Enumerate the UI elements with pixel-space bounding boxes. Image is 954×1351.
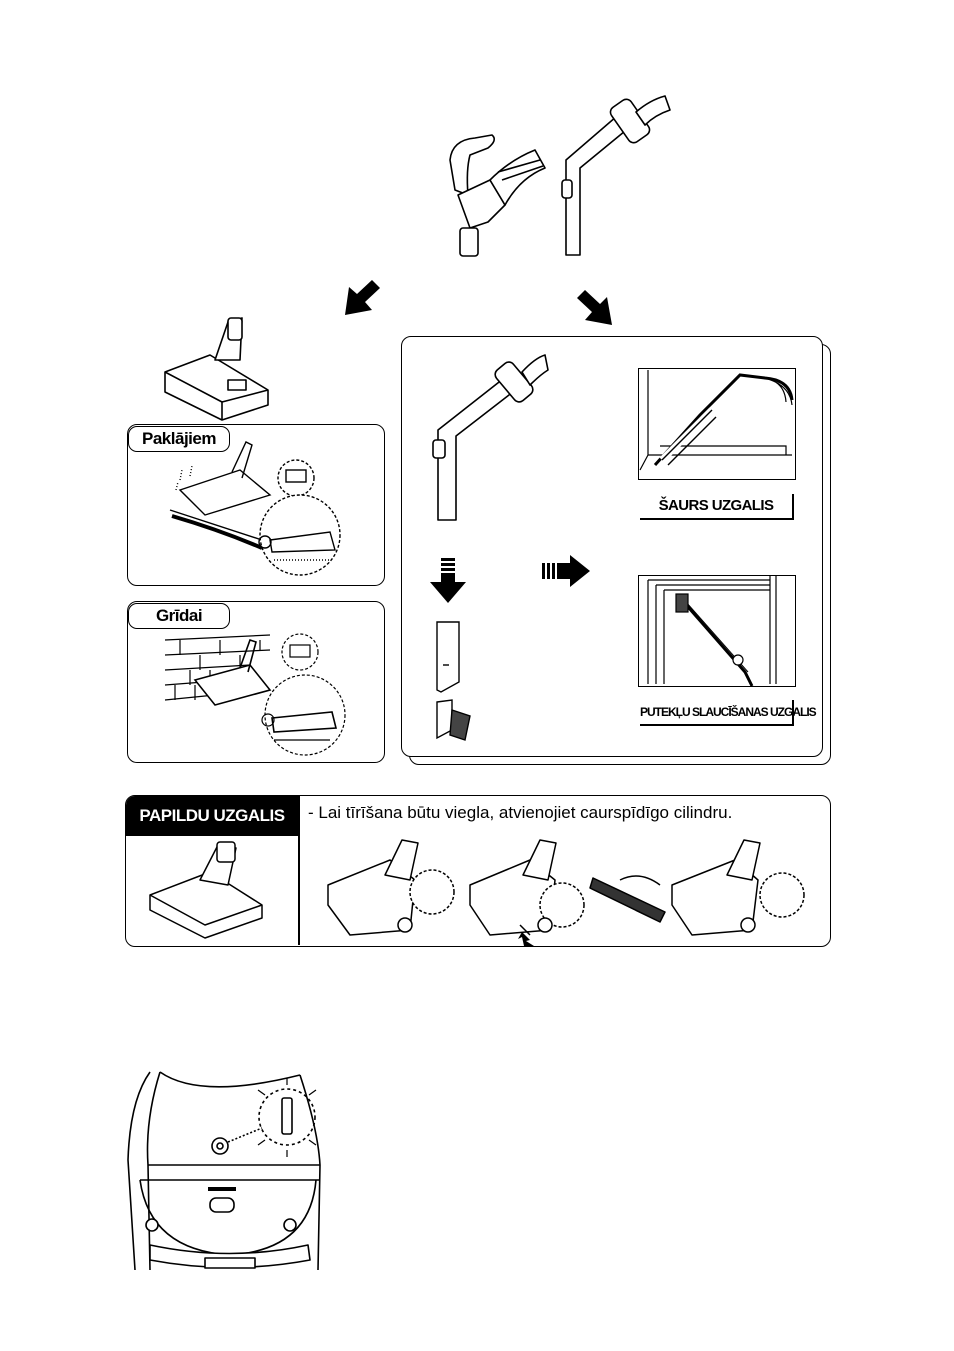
vacuum-cleaner-icon: [0, 0, 954, 1351]
